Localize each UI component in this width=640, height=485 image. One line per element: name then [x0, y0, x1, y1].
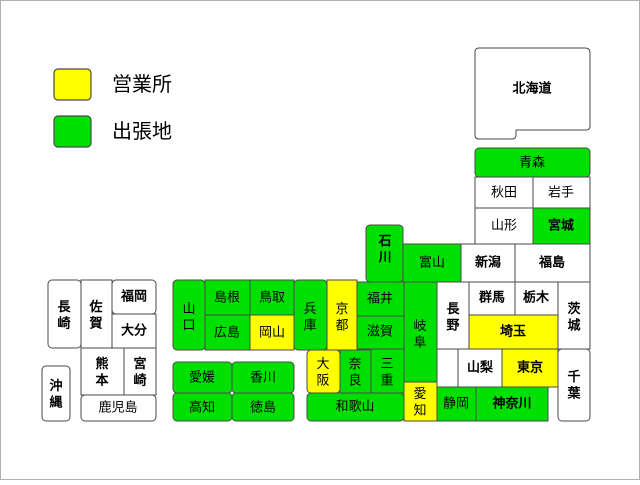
prefecture-toyama[interactable]	[402, 243, 462, 283]
prefecture-kyoto[interactable]	[326, 279, 358, 351]
label-nara: 奈良	[348, 357, 361, 388]
legend-office-swatch	[53, 68, 92, 101]
label-gifu: 岐阜	[413, 319, 426, 350]
legend-branch-label: 出張地	[112, 119, 172, 143]
prefecture-shimane[interactable]	[204, 279, 251, 316]
prefecture-chiba[interactable]	[557, 348, 591, 422]
prefecture-shiga[interactable]	[356, 315, 405, 350]
label-ehime: 愛媛	[189, 371, 215, 386]
prefecture-shizuoka[interactable]	[436, 386, 477, 422]
label-kagawa: 香川	[250, 371, 276, 386]
label-kochi: 高知	[189, 400, 215, 416]
label-fukuoka: 福岡	[120, 289, 147, 305]
label-gunma: 群馬	[479, 290, 505, 306]
prefecture-wakayama[interactable]	[306, 392, 405, 422]
label-akita: 秋田	[491, 186, 517, 201]
label-miyagi: 宮城	[548, 218, 574, 234]
prefecture-saga[interactable]	[80, 279, 113, 349]
label-okayama: 岡山	[259, 326, 285, 341]
prefecture-saitama[interactable]	[468, 314, 559, 350]
label-toyama: 富山	[419, 255, 445, 271]
label-tokyo: 東京	[517, 360, 543, 376]
label-yamanashi: 山梨	[467, 360, 494, 376]
label-tochigi: 栃木	[523, 290, 550, 306]
prefecture-kagoshima[interactable]	[80, 394, 157, 422]
prefecture-kanagawa[interactable]	[475, 386, 549, 422]
label-tokushima: 徳島	[250, 401, 276, 416]
label-yamaguchi: 山口	[182, 302, 195, 333]
label-osaka: 大阪	[316, 357, 329, 388]
prefecture-ibaraki[interactable]	[557, 281, 591, 350]
prefecture-mie[interactable]	[370, 348, 405, 394]
label-nagano: 長野	[446, 302, 460, 333]
label-shimane: 島根	[214, 291, 240, 306]
label-chiba: 千葉	[566, 369, 581, 401]
prefecture-tochigi[interactable]	[514, 281, 559, 316]
label-niigata: 新潟	[475, 255, 501, 271]
label-fukushima: 福島	[538, 255, 565, 271]
label-okinawa: 沖縄	[49, 378, 62, 410]
label-saitama: 埼玉	[500, 324, 526, 340]
prefecture-hiroshima[interactable]	[204, 314, 251, 351]
label-nagasaki: 長崎	[57, 300, 71, 331]
label-hiroshima: 広島	[214, 326, 240, 341]
prefecture-tokushima[interactable]	[231, 392, 295, 422]
prefecture-tottori[interactable]	[249, 279, 295, 316]
label-kumamoto: 熊本	[95, 356, 108, 388]
prefecture-aichi[interactable]	[403, 381, 438, 422]
label-yamagata: 山形	[491, 219, 517, 234]
label-mie: 三重	[380, 357, 393, 388]
prefecture-yamanashi[interactable]	[457, 348, 503, 388]
legend-office-label: 営業所	[112, 72, 172, 96]
label-hokkaido: 北海道	[512, 81, 551, 97]
label-kagoshima: 鹿児島	[98, 400, 137, 416]
label-fukui: 福井	[367, 292, 393, 307]
prefecture-okinawa[interactable]	[41, 365, 71, 422]
label-kyoto: 京都	[335, 302, 348, 333]
legend-branch-swatch	[53, 115, 92, 148]
label-ibaraki: 茨城	[567, 301, 581, 333]
prefecture-tokyo[interactable]	[501, 348, 559, 388]
label-shiga: 滋賀	[367, 325, 393, 340]
label-iwate: 岩手	[548, 186, 574, 201]
prefecture-iwate[interactable]	[532, 176, 591, 209]
label-shizuoka: 静岡	[443, 397, 469, 412]
label-ishikawa: 石川	[377, 234, 391, 265]
label-tottori: 鳥取	[259, 291, 285, 306]
prefecture-gunma[interactable]	[468, 281, 516, 316]
prefecture-miyazaki[interactable]	[123, 347, 157, 396]
label-hyogo: 兵庫	[303, 302, 316, 333]
label-miyazaki: 宮崎	[133, 356, 146, 388]
label-oita: 大分	[121, 323, 147, 339]
label-aichi: 愛知	[413, 387, 426, 418]
prefecture-okayama[interactable]	[249, 314, 295, 351]
label-saga: 佐賀	[88, 299, 102, 331]
prefecture-miyagi[interactable]	[532, 207, 591, 245]
prefecture-hokkaido[interactable]	[474, 47, 591, 140]
label-kanagawa: 神奈川	[492, 396, 531, 412]
label-wakayama: 和歌山	[335, 400, 374, 415]
label-aomori: 青森	[519, 156, 545, 171]
